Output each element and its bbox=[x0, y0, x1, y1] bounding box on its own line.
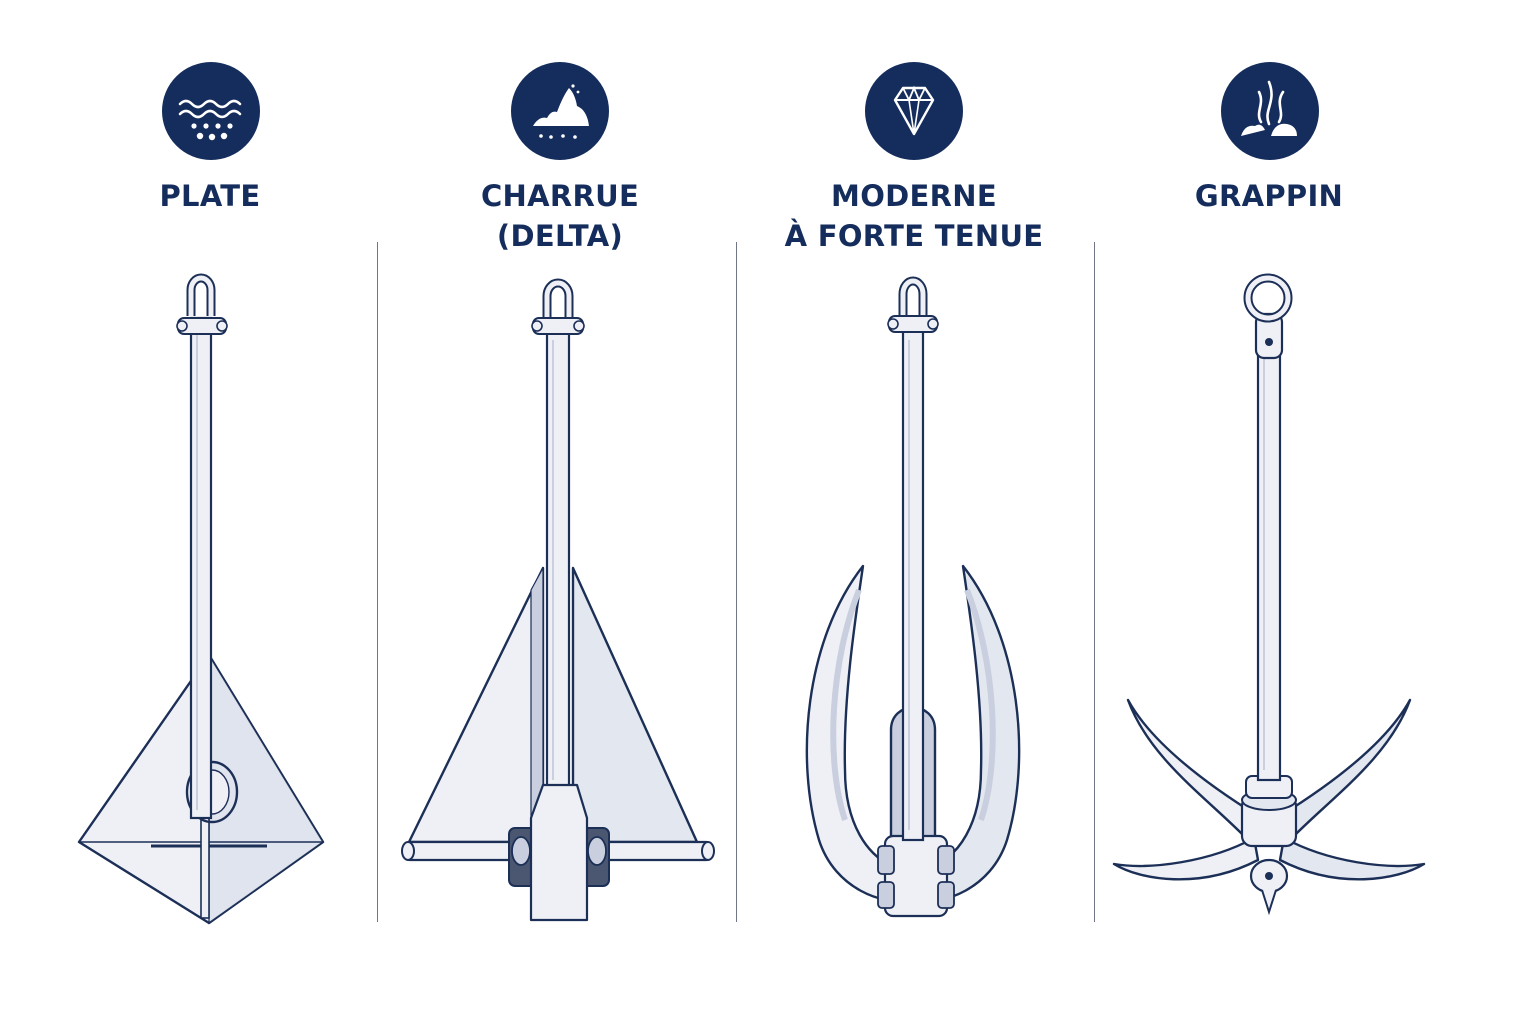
panel-divider bbox=[736, 242, 737, 922]
panel-divider bbox=[1094, 242, 1095, 922]
anchor-title-grappin: GRAPPIN bbox=[1090, 176, 1448, 216]
anchor-title-plate: PLATE bbox=[31, 176, 389, 216]
anchor-title-line: (DELTA) bbox=[496, 219, 624, 253]
anchor-panel-charrue: CHARRUE (DELTA) bbox=[381, 0, 739, 1024]
anchor-title-line: À FORTE TENUE bbox=[784, 219, 1044, 253]
mud-mound-icon bbox=[511, 62, 609, 160]
plate-anchor-illustration bbox=[77, 273, 325, 925]
anchor-title-line: PLATE bbox=[159, 179, 261, 213]
sand-waves-icon bbox=[162, 62, 260, 160]
charrue-anchor-illustration bbox=[401, 278, 715, 922]
panel-divider bbox=[377, 242, 378, 922]
anchor-title-line: GRAPPIN bbox=[1194, 179, 1344, 213]
anchor-title-line: MODERNE bbox=[831, 179, 997, 213]
anchor-title-charrue: CHARRUE (DELTA) bbox=[381, 176, 739, 256]
moderne-anchor-illustration bbox=[805, 276, 1021, 918]
anchor-panel-plate: PLATE bbox=[31, 0, 389, 1024]
rock-seaweed-icon bbox=[1221, 62, 1319, 160]
anchor-title-moderne: MODERNE À FORTE TENUE bbox=[735, 176, 1093, 256]
grappin-anchor-illustration bbox=[1112, 273, 1426, 916]
anchor-panel-grappin: GRAPPIN bbox=[1090, 0, 1448, 1024]
anchor-panel-moderne: MODERNE À FORTE TENUE bbox=[735, 0, 1093, 1024]
diamond-icon bbox=[865, 62, 963, 160]
anchor-title-line: CHARRUE bbox=[480, 179, 640, 213]
